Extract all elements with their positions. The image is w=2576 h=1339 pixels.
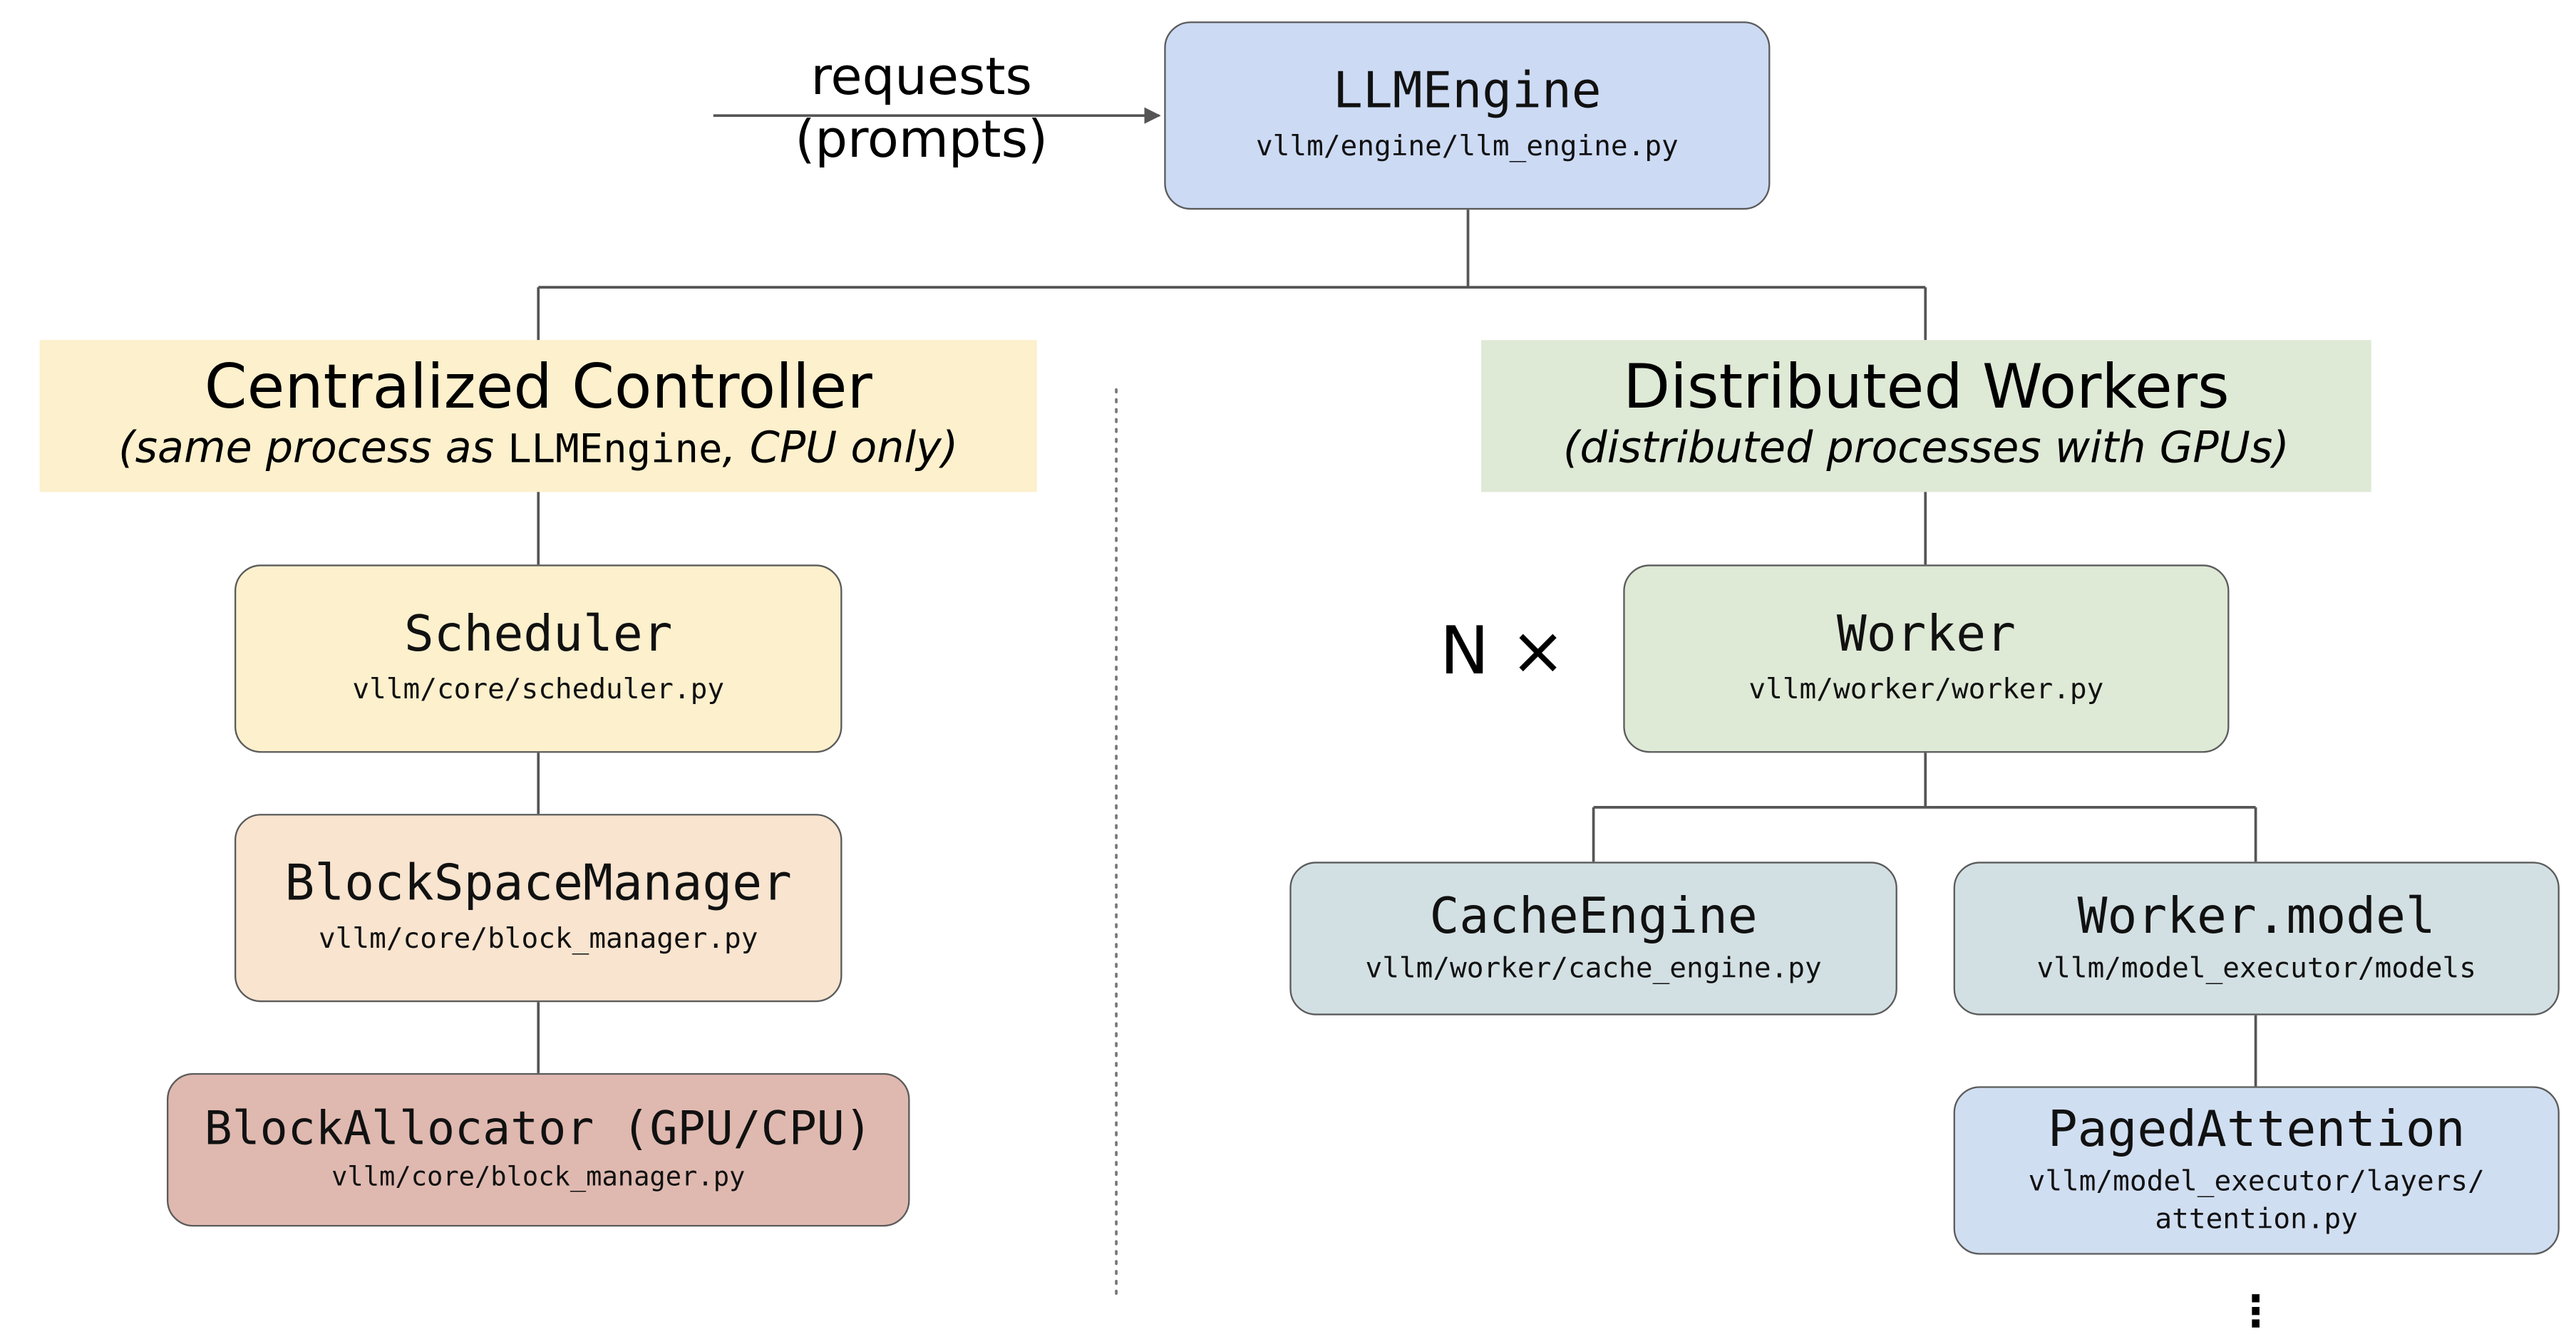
requests-label-line2: (prompts) <box>795 110 1048 170</box>
worker-model-name: Worker.model <box>2077 888 2436 946</box>
llmengine-path: vllm/engine/llm_engine.py <box>1255 131 1679 165</box>
requests-label-line1: requests <box>810 48 1032 108</box>
llmengine-node: LLMEngine vllm/engine/llm_engine.py <box>1164 21 1771 210</box>
pagedattention-path: vllm/model_executor/layers/ attention.py <box>2028 1164 2485 1236</box>
scheduler-path: vllm/core/scheduler.py <box>352 674 725 708</box>
worker-path: vllm/worker/worker.py <box>1748 674 2104 708</box>
centralized-controller-banner: Centralized Controller (same process as … <box>39 340 1037 492</box>
blockspacemanager-path: vllm/core/block_manager.py <box>318 924 758 957</box>
blockspacemanager-node: BlockSpaceManager vllm/core/block_manage… <box>234 814 843 1003</box>
continuation-ellipsis: ⋮ <box>2234 1288 2277 1338</box>
controller-subtitle: (same process as LLMEngine, CPU only) <box>118 423 958 479</box>
cacheengine-node: CacheEngine vllm/worker/cache_engine.py <box>1289 862 1897 1015</box>
workers-subtitle: (distributed processes with GPUs) <box>1563 425 2289 475</box>
worker-multiplier: N × <box>1439 614 1566 691</box>
pagedattention-name: PagedAttention <box>2047 1100 2466 1159</box>
worker-name: Worker <box>1836 606 2016 665</box>
cacheengine-path: vllm/worker/cache_engine.py <box>1365 952 1822 986</box>
llmengine-name: LLMEngine <box>1333 63 1602 122</box>
blockallocator-node: BlockAllocator (GPU/CPU) vllm/core/block… <box>166 1072 910 1227</box>
worker-node: Worker vllm/worker/worker.py <box>1623 564 2230 753</box>
distributed-workers-banner: Distributed Workers (distributed process… <box>1481 340 2371 492</box>
controller-title: Centralized Controller <box>204 351 872 423</box>
scheduler-name: Scheduler <box>403 606 673 665</box>
blockallocator-path: vllm/core/block_manager.py <box>331 1160 746 1192</box>
controller-subtitle-code: LLMEngine <box>508 426 723 473</box>
cacheengine-name: CacheEngine <box>1429 888 1758 946</box>
controller-subtitle-prefix: (same process as <box>118 425 508 475</box>
blockallocator-name: BlockAllocator (GPU/CPU) <box>204 1101 872 1157</box>
pagedattention-node: PagedAttention vllm/model_executor/layer… <box>1953 1086 2560 1255</box>
controller-subtitle-suffix: , CPU only) <box>722 425 959 475</box>
blockspacemanager-name: BlockSpaceManager <box>284 856 792 914</box>
requests-label: requests (prompts) <box>756 46 1086 172</box>
scheduler-node: Scheduler vllm/core/scheduler.py <box>234 564 843 753</box>
worker-model-path: vllm/model_executor/models <box>2036 952 2476 986</box>
workers-title: Distributed Workers <box>1623 351 2230 423</box>
worker-model-node: Worker.model vllm/model_executor/models <box>1953 862 2560 1015</box>
